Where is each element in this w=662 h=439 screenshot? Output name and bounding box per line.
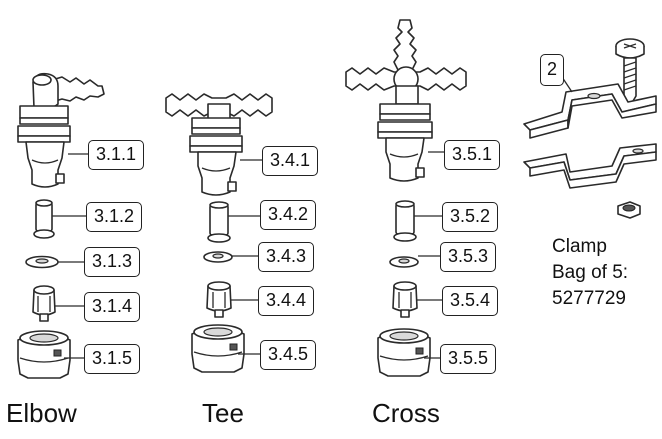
part-label-3-4-5: 3.4.5 bbox=[260, 340, 316, 370]
part-label-clamp: 2 bbox=[540, 54, 564, 86]
part-label-3-4-1: 3.4.1 bbox=[262, 146, 318, 176]
part-label-3-4-3: 3.4.3 bbox=[258, 242, 314, 272]
clamp-note-line-2: Bag of 5: bbox=[552, 262, 629, 283]
part-label-3-5-4: 3.5.4 bbox=[442, 286, 498, 316]
part-label-3-5-3: 3.5.3 bbox=[440, 242, 496, 272]
part-label-3-5-5: 3.5.5 bbox=[440, 344, 496, 374]
part-label-3-1-1: 3.1.1 bbox=[88, 140, 144, 170]
caption-elbow: Elbow bbox=[6, 398, 77, 428]
part-label-3-5-1: 3.5.1 bbox=[444, 140, 500, 170]
part-label-3-5-2: 3.5.2 bbox=[442, 202, 498, 232]
clamp-note-line-1: Clamp bbox=[552, 236, 607, 257]
part-label-3-1-2: 3.1.2 bbox=[86, 202, 142, 232]
caption-tee: Tee bbox=[202, 398, 244, 428]
part-label-3-4-4: 3.4.4 bbox=[258, 286, 314, 316]
leader-lines bbox=[52, 73, 573, 359]
elbow-fitting-drawing bbox=[17, 72, 105, 379]
clamp-note-line-3: 5277729 bbox=[552, 288, 626, 309]
part-label-3-1-5: 3.1.5 bbox=[84, 344, 140, 374]
clamp-drawing bbox=[523, 38, 657, 219]
tee-fitting-drawing bbox=[165, 93, 273, 373]
caption-cross: Cross bbox=[372, 398, 440, 428]
cross-fitting-drawing bbox=[345, 19, 467, 377]
part-label-3-1-3: 3.1.3 bbox=[84, 247, 140, 277]
clamp-note: Clamp Bag of 5: 5277729 bbox=[552, 234, 628, 312]
part-label-3-1-4: 3.1.4 bbox=[84, 292, 140, 322]
part-label-3-4-2: 3.4.2 bbox=[260, 200, 316, 230]
